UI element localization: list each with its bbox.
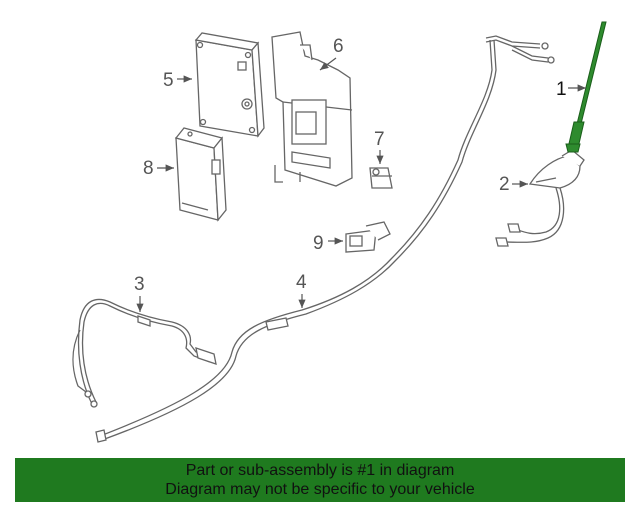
callout-1: 1	[556, 79, 567, 100]
parts-diagram: 5 6 8 7 9	[72, 21, 607, 443]
banner-line-2: Diagram may not be specific to your vehi…	[165, 481, 475, 498]
callout-8: 8	[143, 158, 154, 179]
part-8-module[interactable]	[174, 127, 227, 222]
part-9-clip[interactable]	[345, 221, 391, 253]
notice-banner: Part or sub-assembly is #1 in diagram Di…	[15, 458, 625, 502]
banner-line-1: Part or sub-assembly is #1 in diagram	[185, 462, 455, 479]
part-7-clip[interactable]	[369, 167, 393, 189]
part-6-bracket[interactable]	[271, 31, 353, 187]
callout-5: 5	[163, 70, 174, 91]
part-2-antenna-base[interactable]	[495, 149, 585, 247]
part-3-harness[interactable]	[72, 298, 217, 408]
part-1-antenna-mast[interactable]	[565, 21, 607, 153]
callout-6: 6	[333, 36, 344, 57]
callout-9: 9	[313, 233, 324, 254]
part-5-module[interactable]	[194, 32, 265, 138]
callout-7: 7	[374, 129, 385, 150]
callout-3: 3	[134, 274, 145, 295]
part-4-cable[interactable]	[95, 35, 555, 443]
callout-4: 4	[296, 272, 307, 293]
callout-2: 2	[499, 174, 510, 195]
